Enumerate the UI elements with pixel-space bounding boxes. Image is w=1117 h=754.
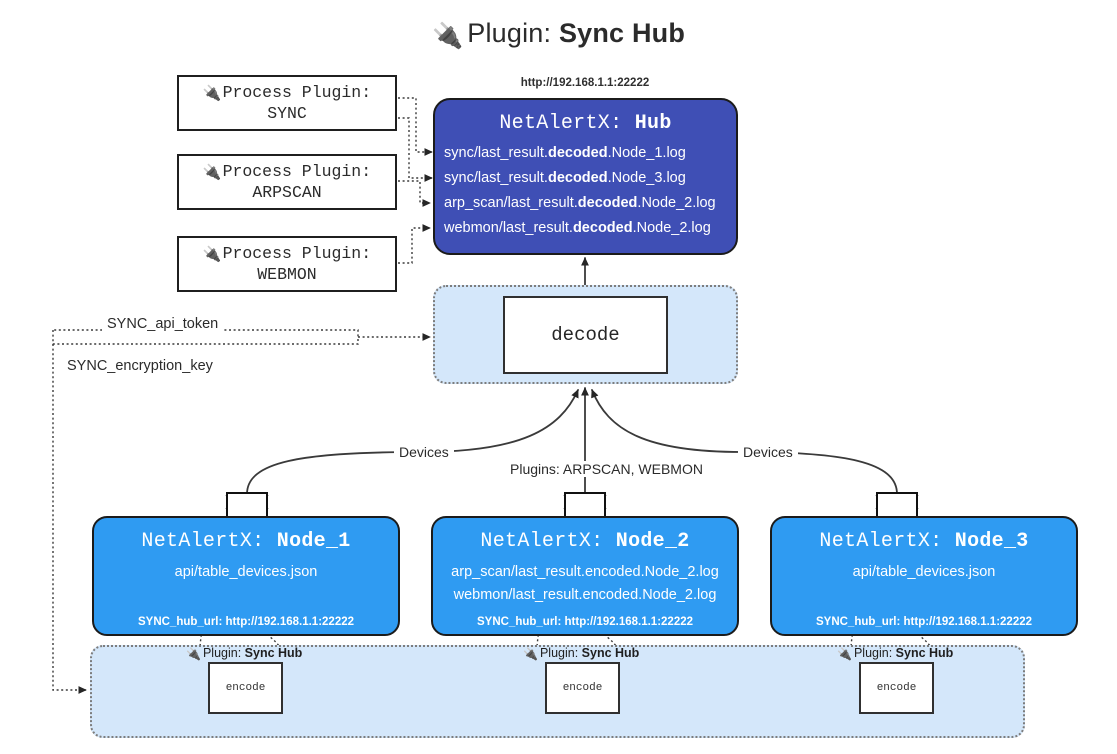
edge-arpscan-to-hub-row3	[398, 180, 431, 207]
node-lines: api/table_devices.json	[772, 561, 1076, 584]
node-title: NetAlertX: Node_3	[819, 530, 1029, 553]
process-plugin-sync-line2: SYNC	[267, 104, 307, 124]
hub-url-label: http://192.168.1.1:22222	[520, 77, 650, 89]
hub-node[interactable]: NetAlertX: Hub sync/last_result.decoded.…	[433, 98, 738, 255]
page-title-name: Sync Hub	[558, 18, 686, 48]
node-lines: api/table_devices.json	[94, 561, 398, 584]
edge-api-token-loop	[52, 329, 359, 345]
sync-api-token-label: SYNC_api_token	[102, 316, 224, 332]
decode-box[interactable]: decode	[503, 296, 668, 374]
hub-log-row: sync/last_result.decoded.Node_1.log	[444, 145, 686, 161]
encoder-label-node-3: 🔌Plugin: Sync Hub	[837, 646, 954, 661]
process-plugin-sync[interactable]: 🔌Process Plugin: SYNC	[177, 75, 397, 131]
node-line: api/table_devices.json	[174, 564, 318, 580]
process-plugin-webmon-line2: WEBMON	[257, 265, 317, 285]
edge-label-devices-right: Devices	[738, 444, 798, 460]
hub-log-list: sync/last_result.decoded.Node_1.log sync…	[435, 141, 736, 241]
process-plugin-arpscan-line2: ARPSCAN	[252, 183, 322, 203]
plug-icon: 🔌	[186, 647, 201, 661]
node-line: webmon/last_result.encoded.Node_2.log	[453, 587, 717, 604]
encode-box-node-2[interactable]: encode	[545, 662, 620, 714]
edge-webmon-to-hub-row4	[398, 224, 431, 264]
hub-log-row: arp_scan/last_result.decoded.Node_2.log	[444, 194, 716, 211]
edge-sync-to-hub-row1	[398, 97, 433, 156]
plug-icon: 🔌	[202, 83, 222, 102]
edge-node1-to-decode	[246, 389, 579, 495]
process-plugin-webmon[interactable]: 🔌Process Plugin: WEBMON	[177, 236, 397, 292]
encoder-label-node-2: 🔌Plugin: Sync Hub	[523, 646, 640, 661]
edge-label-plugins-center: Plugins: ARPSCAN, WEBMON	[505, 461, 708, 477]
node-line: arp_scan/last_result.encoded.Node_2.log	[451, 564, 719, 580]
encoder-label-node-1: 🔌Plugin: Sync Hub	[186, 646, 303, 661]
hub-log-row: webmon/last_result.decoded.Node_2.log	[444, 219, 711, 236]
node-box-node-3[interactable]: NetAlertX: Node_3 api/table_devices.json…	[770, 516, 1078, 636]
node-footer: SYNC_hub_url: http://192.168.1.1:22222	[476, 616, 694, 628]
process-plugin-arpscan-line1: 🔌Process Plugin:	[202, 161, 372, 181]
process-plugin-arpscan[interactable]: 🔌Process Plugin: ARPSCAN	[177, 154, 397, 210]
node-box-node-2[interactable]: NetAlertX: Node_2 arp_scan/last_result.e…	[431, 516, 739, 636]
node-box-node-1[interactable]: NetAlertX: Node_1 api/table_devices.json…	[92, 516, 400, 636]
plug-icon: 🔌	[202, 162, 222, 181]
hub-log-row: sync/last_result.decoded.Node_3.log	[444, 169, 686, 186]
process-plugin-sync-line1: 🔌Process Plugin:	[202, 82, 372, 102]
node-lines: arp_scan/last_result.encoded.Node_2.log …	[433, 561, 737, 608]
edge-node3-to-decode	[591, 389, 898, 495]
page-title-prefix: Plugin:	[467, 18, 552, 48]
encode-box-node-1[interactable]: encode	[208, 662, 283, 714]
page-title: 🔌Plugin: Sync Hub	[0, 18, 1117, 51]
hub-title-prefix: NetAlertX:	[499, 112, 623, 135]
hub-title: NetAlertX: Hub	[435, 112, 736, 135]
node-footer: SYNC_hub_url: http://192.168.1.1:22222	[137, 616, 355, 628]
node-title: NetAlertX: Node_2	[480, 530, 690, 553]
node-line: api/table_devices.json	[852, 564, 996, 580]
hub-title-name: Hub	[634, 112, 672, 135]
plug-icon: 🔌	[431, 22, 464, 50]
node-footer: SYNC_hub_url: http://192.168.1.1:22222	[815, 616, 1033, 628]
plug-icon: 🔌	[523, 647, 538, 661]
plug-icon: 🔌	[837, 647, 852, 661]
edge-label-devices-left: Devices	[394, 444, 454, 460]
process-plugin-webmon-line1: 🔌Process Plugin:	[202, 243, 372, 263]
node-title: NetAlertX: Node_1	[141, 530, 351, 553]
edge-sync-to-hub-row2	[398, 117, 433, 182]
encode-box-node-3[interactable]: encode	[859, 662, 934, 714]
plug-icon: 🔌	[202, 244, 222, 263]
edge-encryption-key-to-bottom	[52, 344, 87, 694]
sync-encryption-key-label: SYNC_encryption_key	[62, 358, 218, 374]
